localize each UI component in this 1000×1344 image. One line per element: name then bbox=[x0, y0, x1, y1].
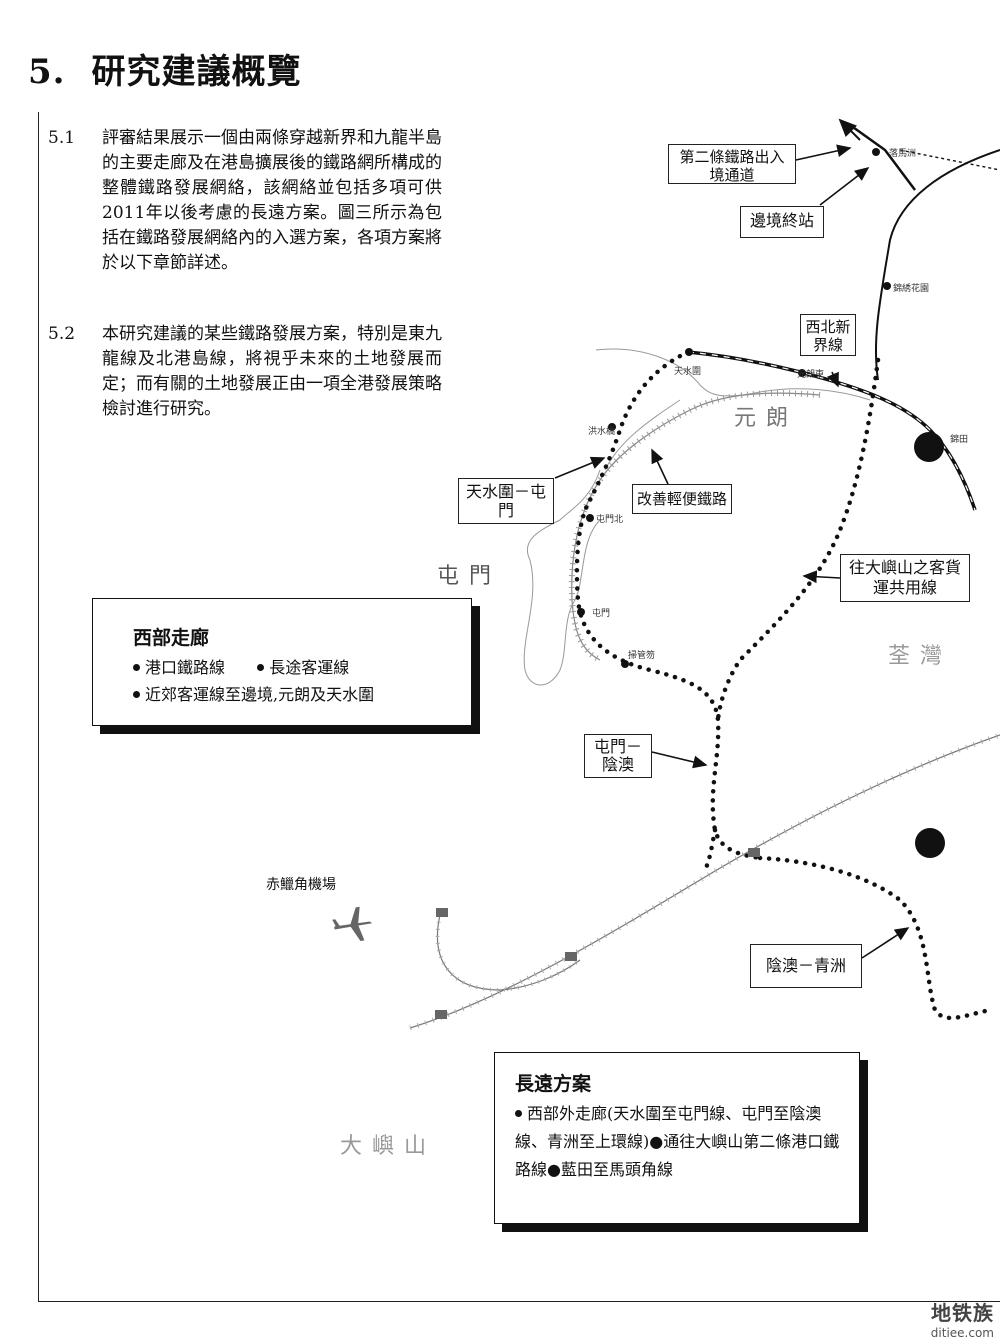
airport-railway-line bbox=[409, 732, 1000, 1031]
place-label-yuen-long: 元朗 bbox=[734, 406, 799, 431]
frame-left-rule bbox=[38, 112, 39, 1302]
tsuen-wan-dot bbox=[915, 828, 945, 858]
place-label-tsuen-wan: 荃灣 bbox=[888, 644, 953, 669]
legend-long-text: 西部外走廊(天水圍至屯門線、屯門至陰澳線、青洲至上環線)●通往大嶼山第二條港口鐵… bbox=[515, 1104, 840, 1179]
station-dots bbox=[577, 148, 891, 668]
legend-western-corridor: 西部走廊 港口鐵路線 長途客運線 近郊客運線至邊境,元朗及天水圍 bbox=[92, 598, 472, 726]
west-rail-line bbox=[687, 350, 977, 511]
coastline bbox=[523, 348, 871, 686]
legend-item-suburban: 近郊客運線至邊境,元朗及天水圍 bbox=[145, 685, 375, 704]
callout-arrows bbox=[554, 144, 910, 959]
paragraph-text: 評審結果展示一個由兩條穿越新界和九龍半島的主要走廊及在港島擴展後的鐵路網所構成的… bbox=[102, 128, 442, 273]
section-number: 5. bbox=[28, 52, 66, 92]
place-label-tuen-mun: 屯門 bbox=[437, 564, 502, 589]
east-rail-line bbox=[838, 118, 1000, 381]
airport-stations bbox=[435, 848, 760, 1019]
airplane-icon bbox=[332, 906, 373, 941]
station-label-tuen-mun-north: 屯門北 bbox=[596, 515, 624, 525]
dotted-spur bbox=[702, 827, 718, 873]
paragraph-text: 本研究建議的某些鐵路發展方案，特別是東九龍線及北港島線，將視乎未來的土地發展而定… bbox=[102, 324, 442, 419]
frame-bottom-rule bbox=[38, 1301, 1000, 1302]
dotted-lantau-shared bbox=[715, 357, 881, 723]
section-title: 研究建議概覽 bbox=[91, 52, 302, 92]
legend-title: 長遠方案 bbox=[515, 1073, 592, 1095]
legend-title: 西部走廊 bbox=[133, 627, 210, 649]
legend-item-port-rail: 港口鐵路線 bbox=[145, 658, 226, 677]
callout-lrt-improve: 改善輕便鐵路 bbox=[632, 484, 732, 514]
callout-second-crossing: 第二條鐵路出入境通道 bbox=[668, 144, 796, 184]
legend-line: 西部外走廊(天水圍至屯門線、屯門至陰澳線、青洲至上環線)●通往大嶼山第二條港口鐵… bbox=[515, 1100, 843, 1184]
legend-line: 港口鐵路線 長途客運線 bbox=[133, 654, 471, 681]
legend-line: 近郊客運線至邊境,元朗及天水圍 bbox=[133, 681, 471, 708]
legend-item-long-haul: 長途客運線 bbox=[269, 658, 350, 677]
coastline-north bbox=[595, 348, 871, 401]
legend-long-term-options: 長遠方案 西部外走廊(天水圍至屯門線、屯門至陰澳線、青洲至上環線)●通往大嶼山第… bbox=[494, 1052, 860, 1224]
callout-northwest-line: 西北新界線 bbox=[800, 314, 856, 356]
callout-tm-lh: 屯門－陰澳 bbox=[584, 734, 652, 778]
watermark-name: 地铁族 bbox=[931, 1301, 994, 1325]
station-label-tin-shui-wai: 天水圍 bbox=[674, 367, 702, 377]
bullet-icon bbox=[257, 664, 265, 671]
callout-border-terminal: 邊境終站 bbox=[740, 206, 824, 238]
coastline-deep-bay bbox=[604, 399, 681, 471]
proposed-dotted-lines bbox=[574, 349, 993, 1021]
section-heading: 5. 研究建議概覽 bbox=[28, 44, 302, 93]
light-rail-line bbox=[568, 390, 821, 663]
station-label-kam-tin: 錦綉花園 bbox=[893, 284, 930, 294]
watermark: 地铁族 ditiee.com bbox=[931, 1297, 994, 1340]
station-label-hung-shui-kiu: 洪水橋 bbox=[588, 427, 616, 437]
place-label-airport: 赤鱲角機場 bbox=[266, 877, 336, 893]
station-label-lok-ma-chau: 落馬洲 bbox=[889, 149, 917, 159]
dotted-lh-ty bbox=[757, 855, 993, 1021]
bullet-icon bbox=[515, 1110, 522, 1117]
station-label-so-kwun-wat: 掃管笏 bbox=[628, 651, 656, 661]
station-label-tuen-mun: 屯門 bbox=[592, 609, 611, 619]
dotted-tsw-tm-lh bbox=[574, 349, 763, 861]
callout-lantau-shared: 往大嶼山之客貨運共用線 bbox=[840, 554, 970, 602]
station-label-kam-sheung: 錦田 bbox=[950, 435, 969, 445]
station-label-yuen-long-east: 元朗東 bbox=[797, 370, 825, 380]
place-label-lantau: 大嶼山 bbox=[340, 1134, 437, 1159]
kam-tin-interchange-dot bbox=[914, 432, 944, 462]
paragraph-number: 5.2 bbox=[48, 324, 76, 344]
paragraph-number: 5.1 bbox=[48, 128, 76, 148]
coastline-tuen-mun bbox=[523, 469, 601, 686]
callout-tsw-tm: 天水圍－屯門 bbox=[458, 478, 554, 524]
callout-lh-ty: 陰澳－青洲 bbox=[750, 944, 862, 988]
bullet-icon bbox=[133, 691, 140, 698]
watermark-url: ditiee.com bbox=[930, 1326, 994, 1340]
bullet-icon bbox=[133, 664, 140, 671]
